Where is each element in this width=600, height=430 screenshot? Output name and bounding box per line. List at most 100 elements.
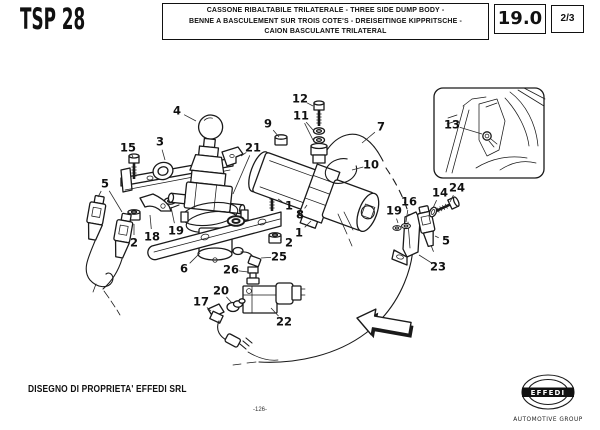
part-label-16: 16 [401, 195, 417, 209]
pressure-switch-left-2 [113, 212, 134, 259]
part-label-17: 17 [193, 295, 209, 309]
section-number-box: 19.0 [494, 4, 546, 34]
pump-wires [337, 211, 354, 247]
leader-line [260, 257, 272, 259]
leader-line [238, 270, 249, 273]
title-line-2: BENNE A BASCULEMENT SUR TROIS COTE'S - D… [188, 17, 463, 25]
effedi-logo: EFFEDI AUTOMOTIVE GROUP [513, 374, 582, 423]
leader-line [232, 155, 251, 195]
lever-18 [139, 193, 180, 212]
part-label-19: 19 [168, 224, 184, 238]
part-label-8: 8 [296, 208, 304, 222]
part-label-22: 22 [276, 315, 292, 329]
long-cable [232, 225, 414, 366]
logo-wordmark: EFFEDI [531, 389, 566, 397]
leader-line [161, 149, 166, 161]
title-box: CASSONE RIBALTABILE TRILATERALE - THREE … [162, 3, 489, 40]
leader-line [459, 126, 483, 135]
bolt-12 [312, 99, 326, 128]
leader-line [361, 131, 376, 144]
part-label-4: 4 [173, 104, 181, 118]
pressure-switch-left-1 [86, 194, 107, 241]
leader-line [277, 198, 283, 203]
leader-line [432, 200, 437, 209]
leader-line [189, 252, 201, 264]
fitting-20 [226, 298, 246, 313]
part-label-1: 1 [285, 199, 293, 213]
leader-line [97, 190, 102, 198]
leader-line [405, 209, 409, 223]
pump-assembly [248, 151, 380, 232]
leader-line [449, 195, 454, 203]
part-label-18: 18 [144, 230, 160, 244]
washer-14 [428, 206, 438, 218]
valve-base [197, 247, 233, 261]
model-title: TSP 28 [20, 2, 86, 36]
part-label-5: 5 [442, 234, 450, 248]
part-label-23: 23 [430, 260, 446, 274]
bracket-21-hole [229, 154, 235, 158]
leader-line [279, 239, 282, 241]
part-label-7: 7 [377, 120, 385, 134]
part-label-6: 6 [180, 262, 188, 276]
part-label-19: 19 [386, 204, 402, 218]
part-label-1: 1 [295, 226, 303, 240]
leader-line [351, 166, 364, 171]
part-label-9: 9 [264, 117, 272, 131]
part-label-25: 25 [271, 250, 287, 264]
leader-line [304, 204, 308, 209]
fitting-stack-11-12 [310, 99, 328, 164]
leader-line [306, 102, 314, 107]
elbow-17 [207, 303, 279, 361]
part-label-21: 21 [245, 141, 261, 155]
part-label-10: 10 [363, 158, 379, 172]
leader-line [418, 254, 432, 264]
logo-subtitle: AUTOMOTIVE GROUP [513, 417, 582, 423]
washer-16 [401, 222, 411, 230]
fitting-26 [246, 266, 260, 285]
leader-line [270, 307, 279, 317]
leader-line [396, 218, 399, 224]
valve-block-22 [242, 282, 306, 314]
leader-line [304, 123, 314, 141]
leader-line [108, 190, 123, 213]
leader-line [272, 129, 280, 138]
property-notice: DISEGNO DI PROPRIETA' EFFEDI SRL [28, 383, 187, 395]
part-label-13: 13 [444, 118, 460, 132]
switch-wires [85, 240, 123, 316]
part-label-14: 14 [432, 186, 448, 200]
bolt-13 [482, 131, 498, 148]
part-label-20: 20 [213, 284, 229, 298]
leader-line [131, 154, 134, 158]
part-label-11: 11 [293, 109, 309, 123]
sheet-number-box: 2/3 [551, 5, 584, 33]
leader-line [304, 220, 312, 228]
hose-loop-10 [324, 158, 358, 184]
part-label-24: 24 [449, 181, 465, 195]
inset-detail-box [433, 87, 546, 179]
washer-11b [312, 136, 326, 144]
part-label-15: 15 [120, 141, 136, 155]
leader-line [226, 296, 233, 304]
leader-line [305, 121, 314, 131]
leader-line [434, 235, 439, 239]
leader-line [183, 114, 197, 122]
part-label-2: 2 [130, 236, 138, 250]
ring-washer [226, 215, 246, 227]
part-label-3: 3 [156, 135, 164, 149]
pressure-switch-right [416, 205, 436, 252]
elbow-25 [232, 246, 262, 268]
chassis-sketch [445, 87, 546, 174]
part-label-26: 26 [223, 263, 239, 277]
part-label-12: 12 [292, 92, 308, 106]
leader-line [240, 152, 247, 157]
title-line-3: CAION BASCULANTE TRILATERAL [264, 28, 387, 35]
leader-line [149, 214, 152, 230]
breather-cap-9 [274, 134, 288, 146]
nut-19-right [392, 225, 402, 231]
title-line-1: CASSONE RIBALTABILE TRILATERALE - THREE … [206, 7, 445, 14]
part-label-2: 2 [285, 236, 293, 250]
